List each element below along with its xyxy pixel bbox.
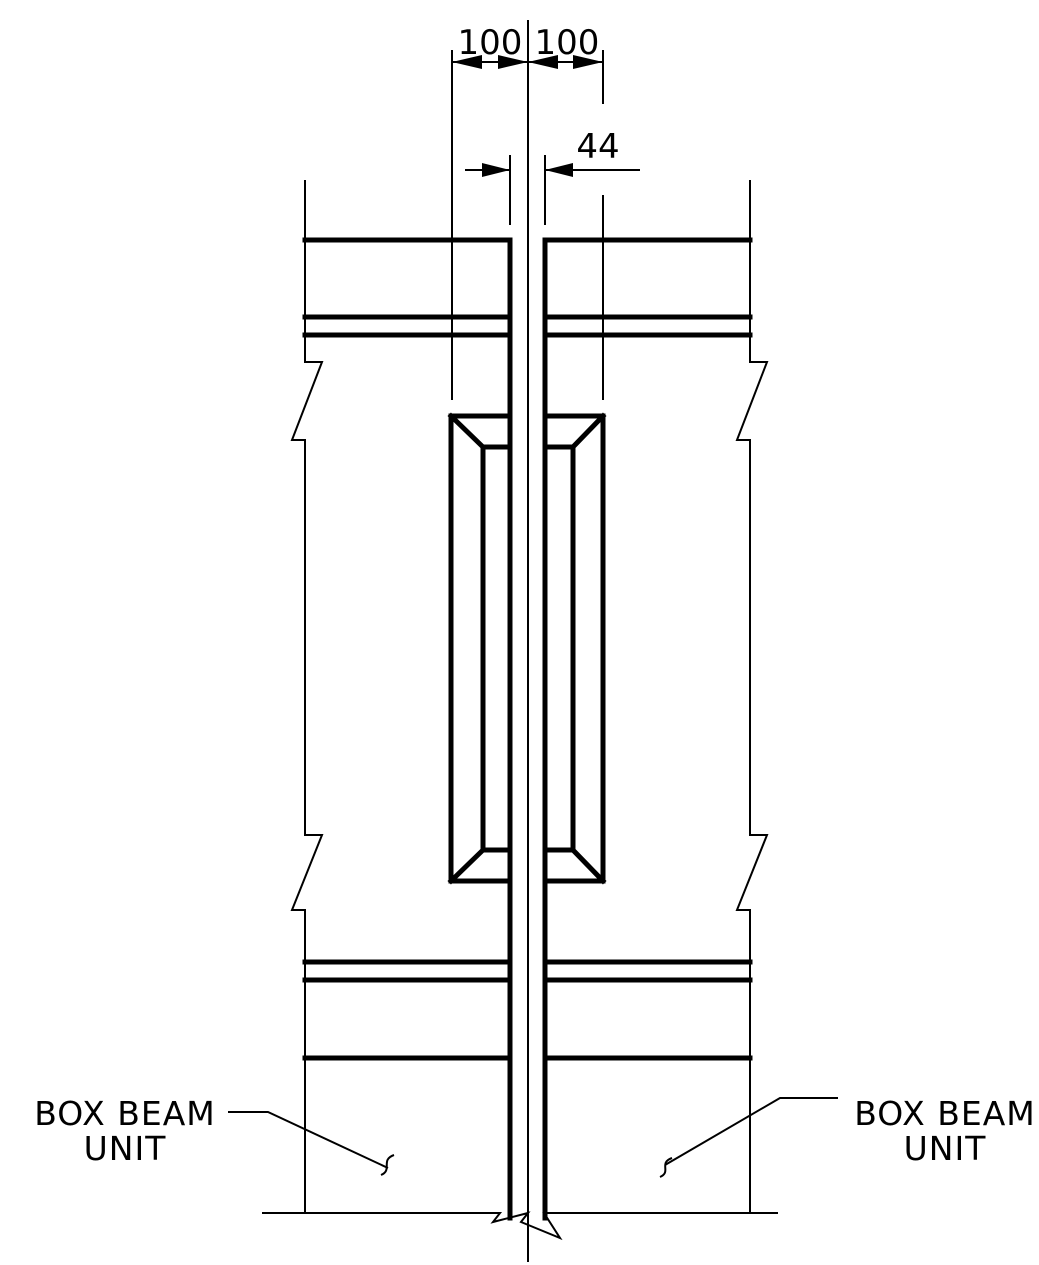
bottom-flange-lines	[302, 959, 753, 1061]
right-beam-outer-edge	[735, 180, 769, 1213]
dim-arrow-right	[573, 55, 603, 69]
dim-arrow-center-right	[528, 55, 558, 69]
dimension-100-100: 100 100	[451, 23, 604, 400]
dim-left-offset: 100	[458, 23, 523, 63]
left-label-line2: UNIT	[84, 1129, 167, 1168]
right-label-leader-tick	[659, 1157, 673, 1178]
dim-arrow-center-left	[498, 55, 528, 69]
dim-arrow-left	[452, 55, 482, 69]
left-label-leader-tick	[380, 1154, 395, 1176]
dim-joint-width: 44	[576, 127, 619, 167]
right-label-line2: UNIT	[904, 1129, 987, 1168]
dimension-44: 44	[465, 127, 640, 225]
left-beam-outer-edge	[290, 180, 324, 1213]
top-flange-lines	[302, 237, 753, 338]
left-label-leader	[228, 1111, 389, 1169]
dim-right-offset: 100	[535, 23, 600, 63]
right-label: BOX BEAM UNIT	[659, 1094, 1036, 1178]
bottom-ground-line	[262, 1211, 778, 1241]
left-label: BOX BEAM UNIT	[34, 1094, 395, 1176]
left-shear-key-pocket	[447, 412, 513, 885]
left-label-line1: BOX BEAM	[34, 1094, 216, 1133]
dim-44-arrow-left	[482, 163, 510, 177]
right-label-leader	[664, 1097, 838, 1166]
right-shear-key-pocket	[542, 412, 607, 885]
right-label-line1: BOX BEAM	[854, 1094, 1036, 1133]
dim-44-arrow-right	[545, 163, 573, 177]
